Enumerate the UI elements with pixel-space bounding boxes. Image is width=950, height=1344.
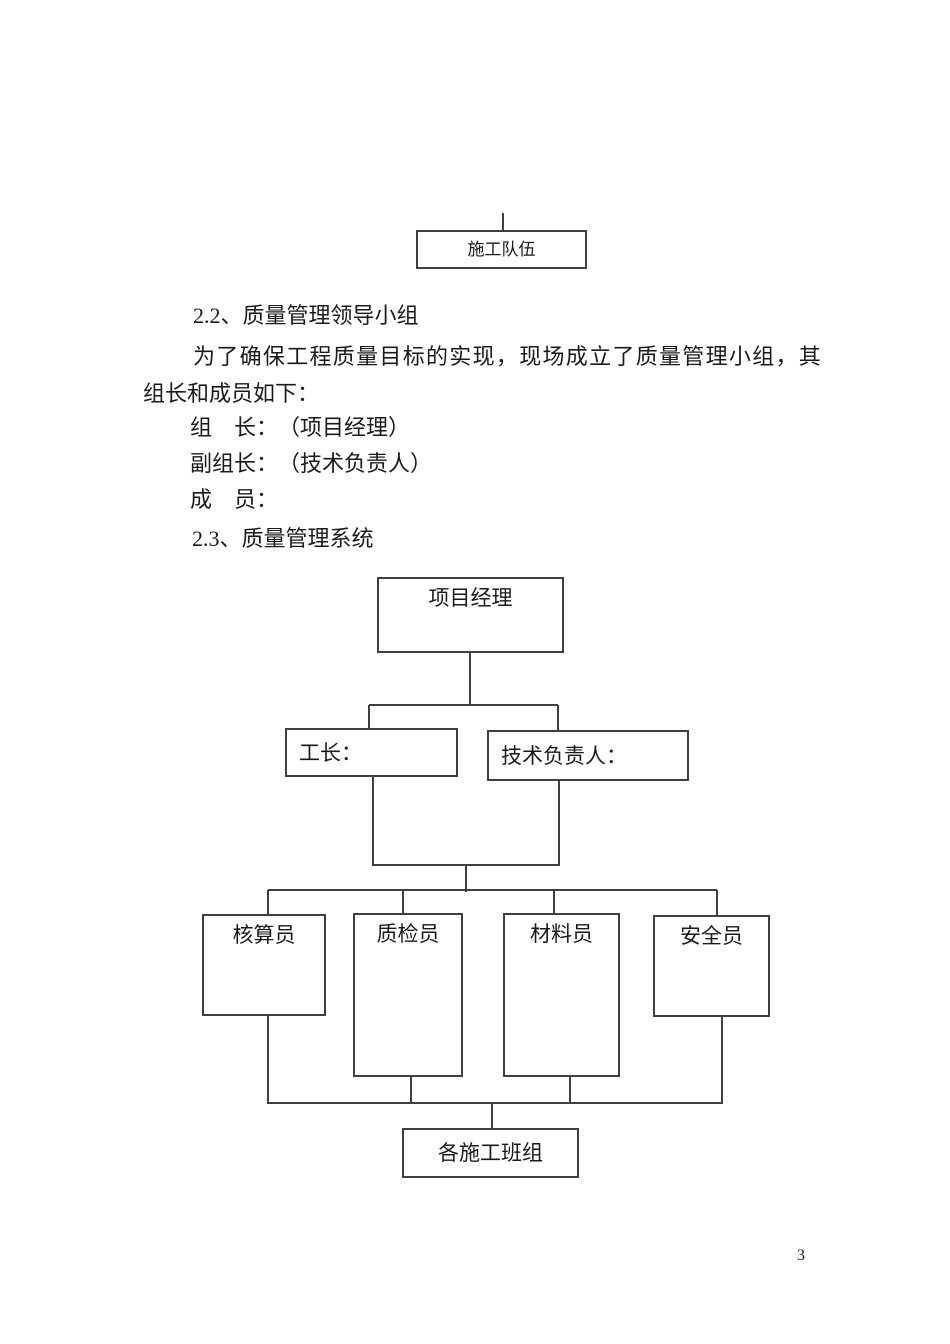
org-box-construction-team: 施工队伍 bbox=[416, 230, 587, 269]
member-line: 成 员： bbox=[190, 487, 279, 512]
org-box-accountant: 核算员 bbox=[202, 914, 326, 1016]
org-box-material-clerk: 材料员 bbox=[503, 913, 620, 1077]
org-box-safety-officer-label: 安全员 bbox=[680, 924, 743, 948]
org-box-material-clerk-label: 材料员 bbox=[530, 922, 593, 946]
org-box-technical-director: 技术负责人： bbox=[487, 730, 689, 781]
org-box-construction-crews-label: 各施工班组 bbox=[438, 1141, 543, 1165]
org-box-project-manager: 项目经理 bbox=[377, 577, 564, 653]
org-box-construction-team-label: 施工队伍 bbox=[467, 239, 536, 259]
paragraph-line-2: 组长和成员如下： bbox=[143, 381, 320, 406]
org-box-construction-crews: 各施工班组 bbox=[402, 1128, 579, 1178]
heading-2-2: 2.2、质量管理领导小组 bbox=[193, 303, 419, 328]
org-box-foreman-label: 工长： bbox=[299, 740, 362, 765]
org-box-quality-inspector-label: 质检员 bbox=[376, 922, 440, 946]
org-box-project-manager-label: 项目经理 bbox=[428, 586, 513, 610]
deputy-leader-line: 副组长： （技术负责人） bbox=[190, 451, 433, 476]
leader-line: 组 长： （项目经理） bbox=[190, 415, 411, 440]
org-box-foreman: 工长： bbox=[285, 728, 458, 777]
page-number: 3 bbox=[797, 1247, 805, 1264]
paragraph-line-1: 为了确保工程质量目标的实现，现场成立了质量管理小组，其 bbox=[193, 344, 823, 369]
heading-2-3: 2.3、质量管理系统 bbox=[192, 526, 374, 551]
org-box-technical-director-label: 技术负责人： bbox=[501, 743, 627, 768]
org-box-safety-officer: 安全员 bbox=[653, 915, 770, 1017]
org-box-accountant-label: 核算员 bbox=[232, 923, 296, 947]
org-box-quality-inspector: 质检员 bbox=[353, 913, 463, 1077]
